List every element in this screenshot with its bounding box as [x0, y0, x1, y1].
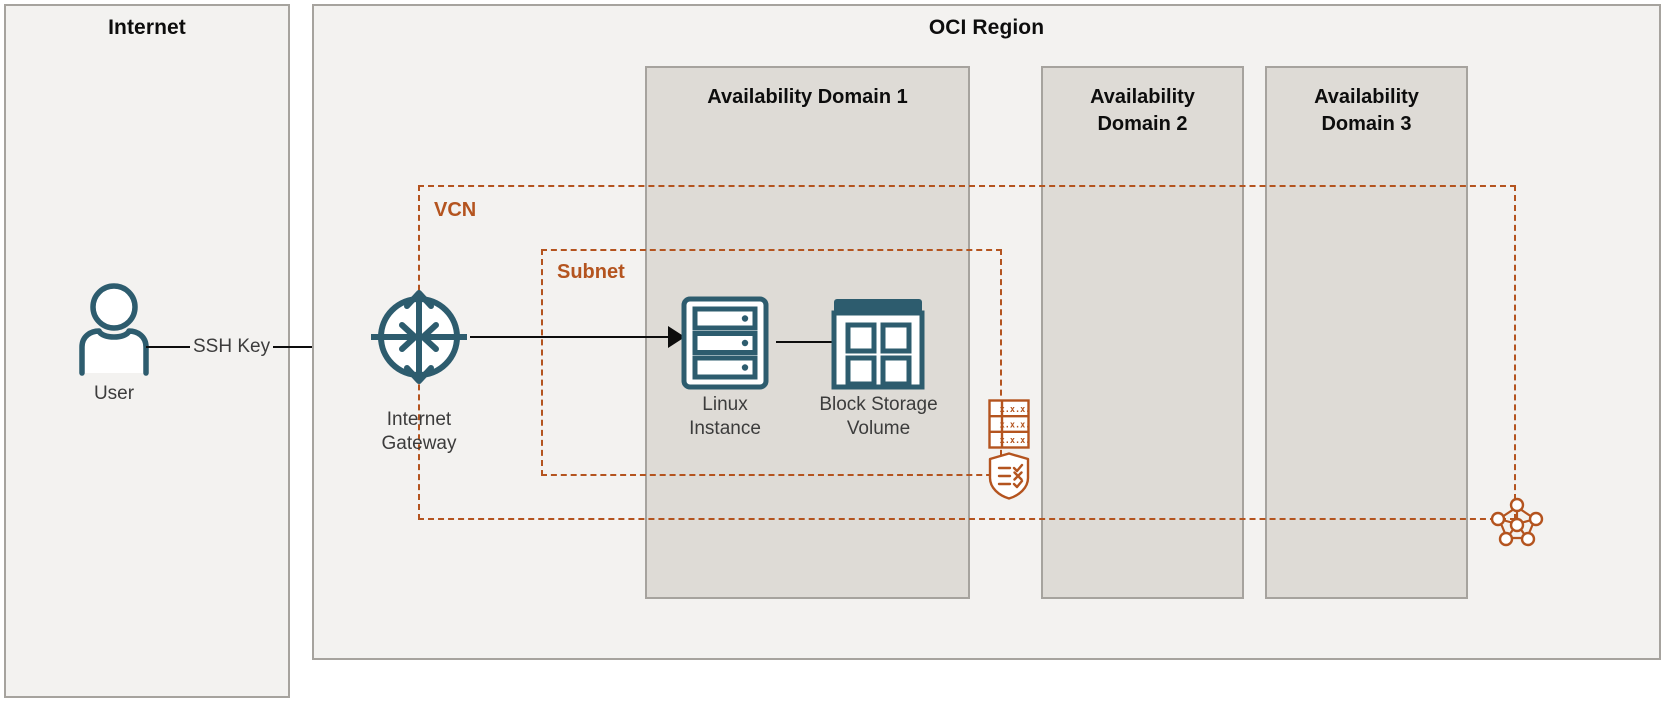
- availability-domain-3: Availability Domain 3: [1265, 66, 1468, 599]
- ssh-key-label: SSH Key: [190, 336, 274, 358]
- block-storage-label: Block Storage Volume: [819, 394, 938, 439]
- oci-region-title: OCI Region: [928, 16, 1045, 39]
- internet-gateway-label: Internet Gateway: [381, 409, 457, 454]
- user-icon: [72, 281, 156, 376]
- subnet-boundary: [541, 249, 1002, 476]
- user-label: User: [93, 383, 135, 404]
- subnet-label: Subnet: [553, 261, 629, 283]
- linux-instance-label: Linux Instance: [689, 394, 761, 439]
- vcn-label: VCN: [430, 199, 481, 221]
- availability-domain-2-label: Availability Domain 2: [1090, 86, 1195, 135]
- availability-domain-1-label: Availability Domain 1: [707, 86, 908, 108]
- availability-domain-2: Availability Domain 2: [1041, 66, 1244, 599]
- route-table-icon: x.x.x. x.x.x. x.x.x.: [988, 399, 1030, 449]
- instance-storage-line: [776, 341, 832, 343]
- internet-gateway-icon: [369, 287, 469, 387]
- linux-instance-icon: [681, 296, 769, 390]
- svg-text:x.x.x.: x.x.x.: [1000, 405, 1031, 415]
- gateway-instance-line: [470, 336, 680, 338]
- svg-text:x.x.x.: x.x.x.: [1000, 436, 1031, 446]
- security-list-icon: [988, 452, 1030, 500]
- availability-domain-3-label: Availability Domain 3: [1314, 86, 1419, 135]
- node-mesh-icon: [1489, 494, 1545, 547]
- block-storage-icon: [831, 296, 925, 390]
- svg-text:x.x.x.: x.x.x.: [1000, 421, 1031, 431]
- internet-panel-title: Internet: [108, 16, 186, 39]
- gateway-instance-arrowhead: [668, 326, 685, 348]
